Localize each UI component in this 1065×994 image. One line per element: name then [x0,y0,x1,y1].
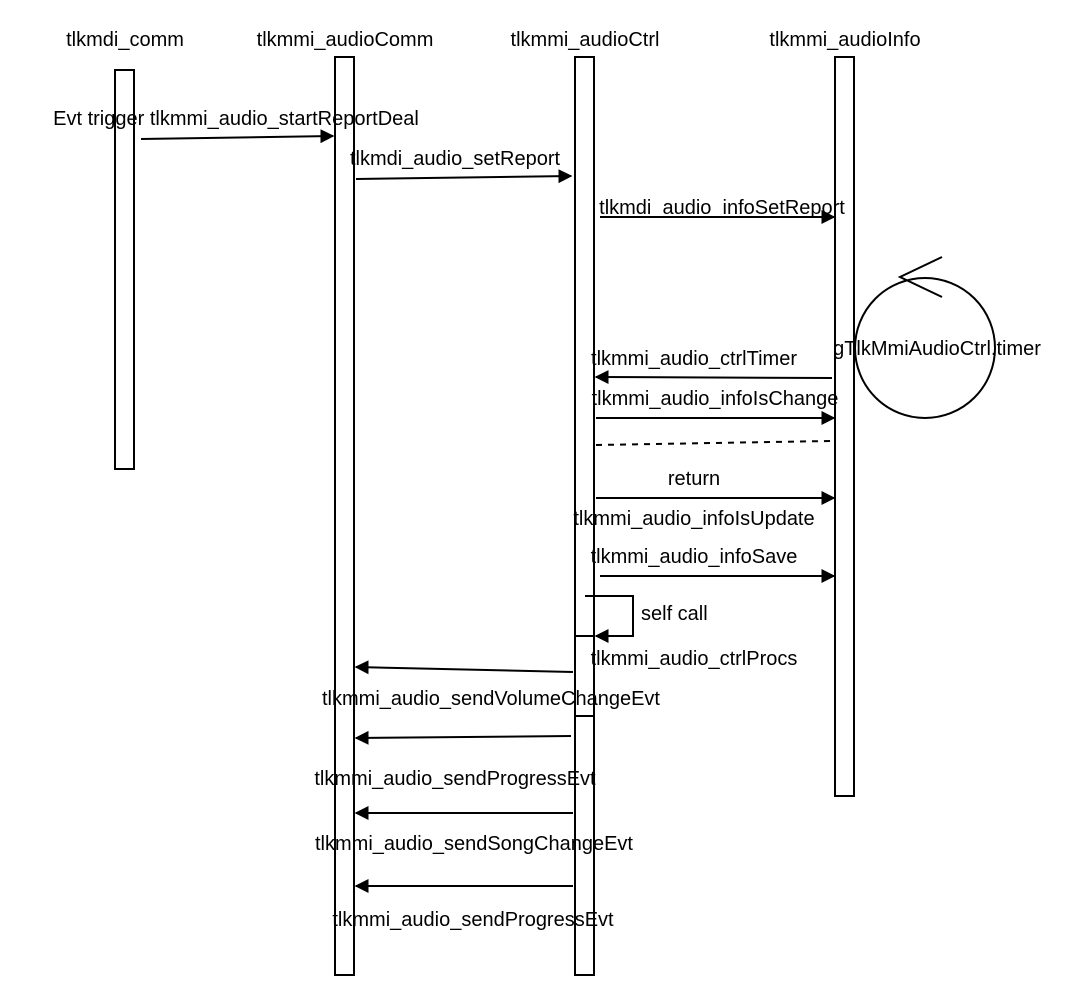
message-label-m12: tlkmmi_audio_sendSongChangeEvt [315,833,633,855]
lifeline-title-audioCtrl: tlkmmi_audioCtrl [511,29,660,51]
message-label-m9: self call [641,603,708,625]
timer-arrow-head [897,256,943,298]
activation-bar-audioInfo [834,56,855,797]
activation-bar-comm [114,69,135,470]
message-arrow-m4 [594,370,833,385]
message-label-m4: tlkmmi_audio_ctrlTimer [591,348,797,370]
message-label-m1: Evt trigger tlkmmi_audio_startReportDeal [53,108,419,130]
message-label-m3: tlkmdi_audio_infoSetReport [599,197,845,219]
message-arrow-m11 [354,730,572,745]
message-arrow-m2 [355,169,573,184]
message-label-m8: tlkmmi_audio_infoSave [591,546,798,568]
message-label-m9b: tlkmmi_audio_ctrlProcs [591,648,798,670]
message-arrow-m10 [354,660,574,675]
message-label-m10: tlkmmi_audio_sendVolumeChangeEvt [322,688,660,710]
message-label-m7b: tlkmmi_audio_infoIsUpdate [573,508,814,530]
activation-bar-audioComm [334,56,355,976]
message-label-m7: return [668,468,720,490]
activation-bar-ctrlProcs [574,635,595,717]
activation-bar-audioCtrl [574,56,595,976]
timer-circle [854,277,996,419]
lifeline-title-audioInfo: tlkmmi_audioInfo [769,29,920,51]
message-label-m2: tlkmdi_audio_setReport [350,148,561,170]
message-arrow-m1 [140,129,335,144]
message-self-call-m9 [585,595,634,643]
timer-label: gTlkMmiAudioCtrl.timer [833,338,1041,360]
message-label-m13: tlkmmi_audio_sendProgressEvt [332,909,614,931]
message-label-m5: tlkmmi_audio_infoIsChange [592,388,839,410]
message-dashed-m6 [595,440,831,446]
lifeline-title-comm: tlkmdi_comm [66,29,184,51]
lifeline-title-audioComm: tlkmmi_audioComm [257,29,434,51]
message-label-m11: tlkmmi_audio_sendProgressEvt [314,768,596,790]
